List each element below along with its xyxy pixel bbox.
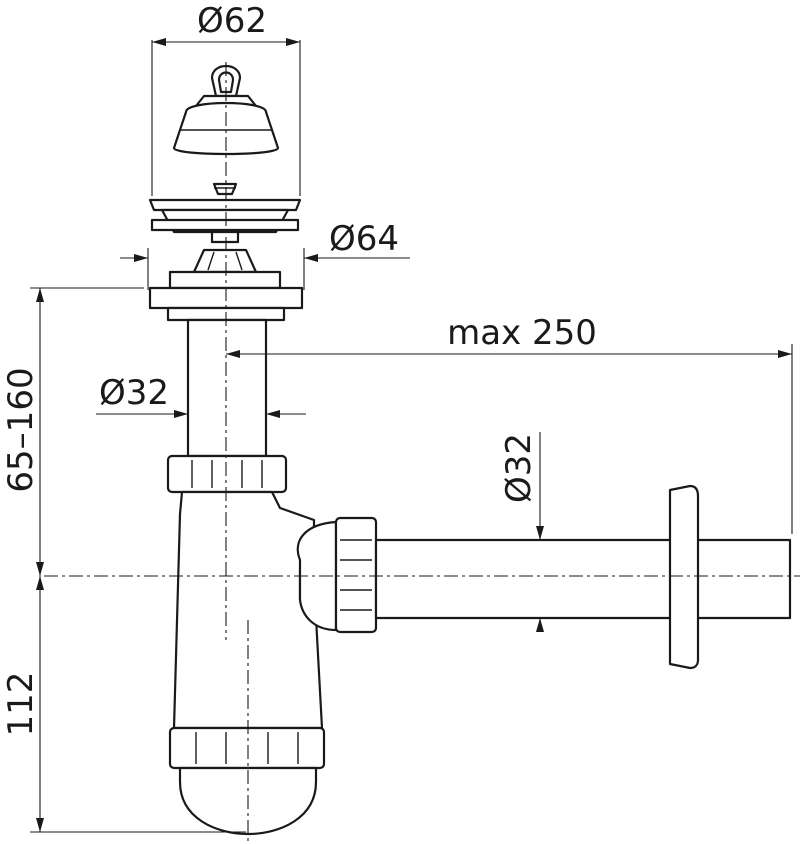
adjustable-height-label: 65–160 (1, 367, 41, 492)
dimension-outlet-diameter (536, 432, 544, 632)
dimension-plug-diameter (151, 38, 301, 196)
grate-top (148, 198, 302, 212)
lower-nut (168, 726, 326, 770)
trap-depth-label: 112 (1, 672, 41, 737)
upper-nut (166, 454, 288, 494)
trap-bottle (172, 490, 338, 730)
grate-stem (210, 230, 240, 244)
grate-screw (212, 182, 238, 196)
side-outlet-nut (334, 516, 378, 634)
outlet-pipe (374, 538, 792, 620)
outlet-length-label: max 250 (447, 313, 597, 353)
dimension-outlet-length (226, 344, 793, 534)
grate-rim (150, 218, 300, 232)
wall-rosette (668, 484, 700, 670)
dimension-trap-depth (30, 576, 246, 833)
flange-gasket-top (168, 270, 282, 290)
flange-diameter-label: Ø64 (329, 219, 399, 259)
upper-nut-body (166, 454, 288, 494)
outlet-diameter-label: Ø32 (499, 433, 539, 503)
lower-nut-body (168, 726, 326, 770)
side-nut-body (334, 516, 378, 634)
strainer-grate (148, 182, 302, 244)
sink-flange (148, 248, 304, 322)
bottle-body (172, 490, 324, 730)
inlet-pipe (186, 318, 268, 458)
flange-nut (192, 248, 258, 274)
plug-body (172, 101, 280, 156)
inlet-diameter-label: Ø32 (99, 373, 169, 413)
dimension-flange-diameter (120, 248, 410, 290)
dimension-adjustable-height (30, 287, 144, 576)
dimension-inlet-diameter (96, 410, 306, 418)
plug-diameter-label: Ø62 (197, 1, 267, 41)
